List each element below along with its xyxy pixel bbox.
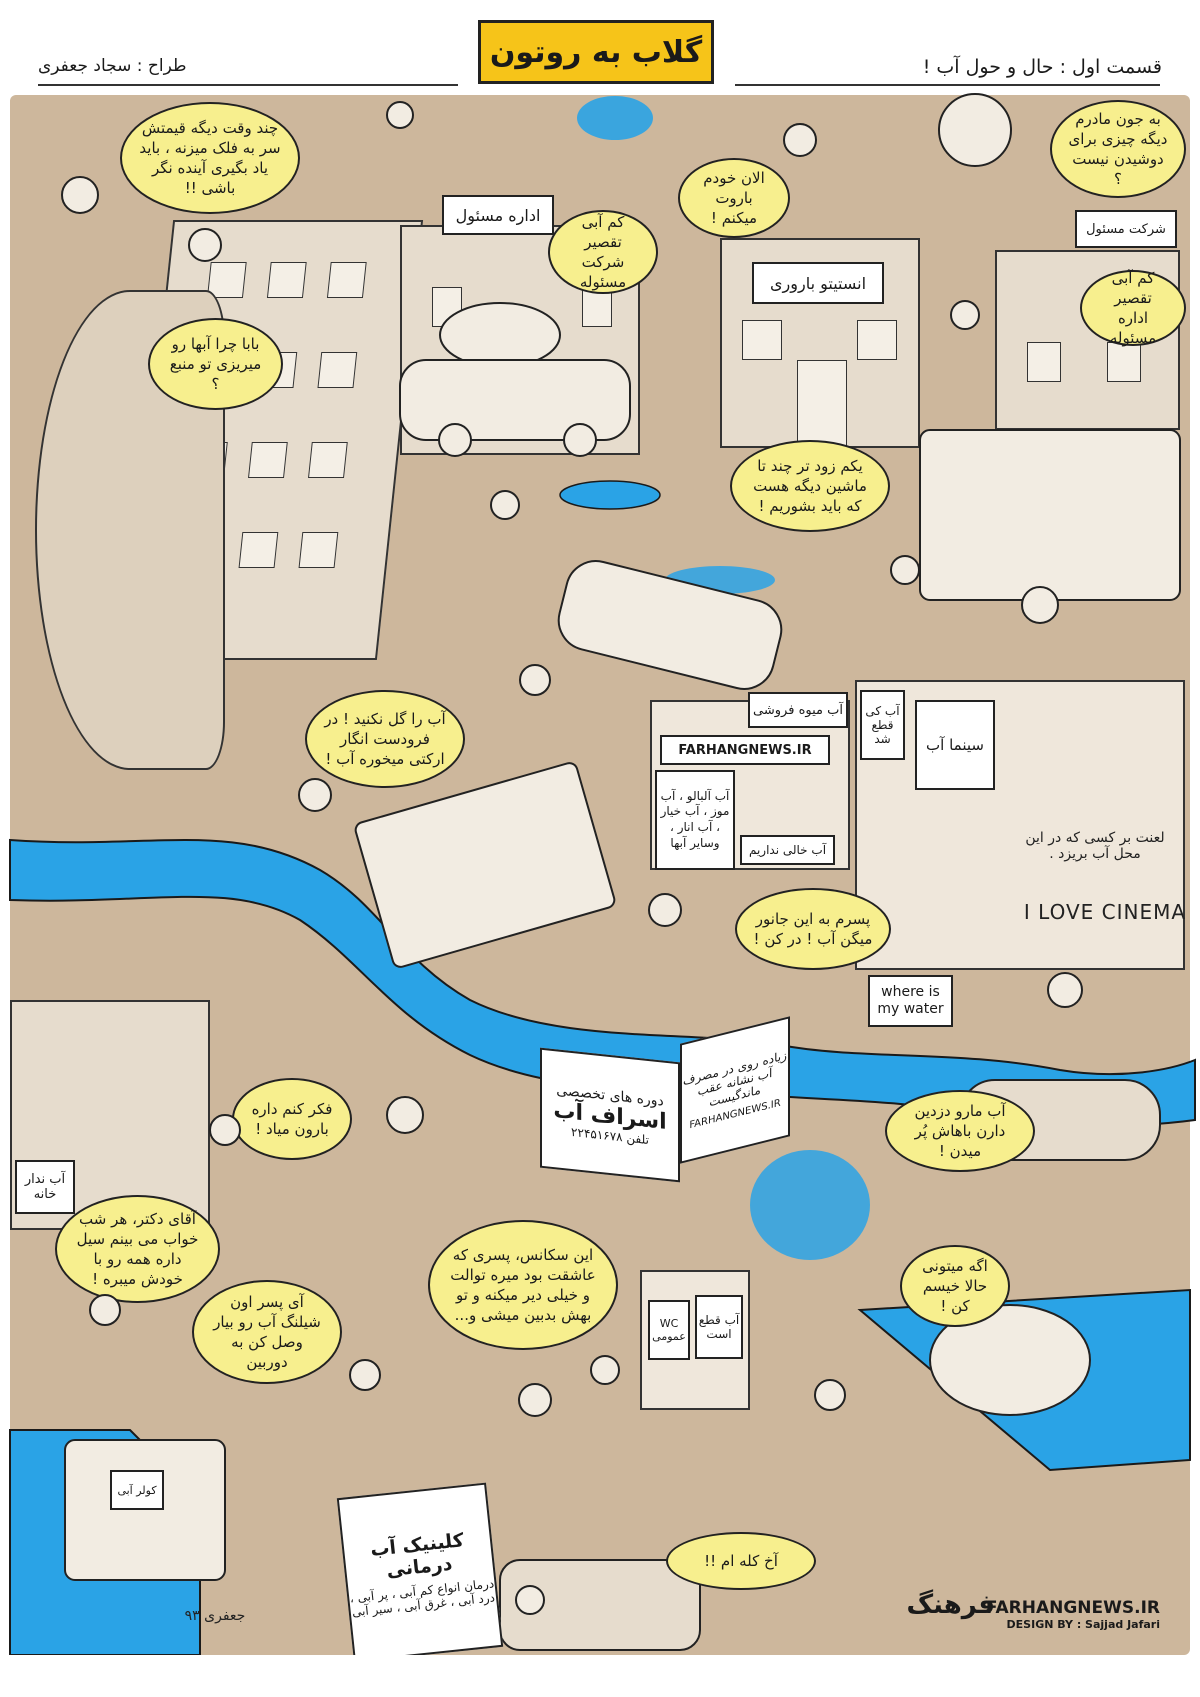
scientist-head [783, 123, 817, 157]
gardener-head [814, 1379, 846, 1411]
window [1027, 342, 1061, 382]
bubble-baba: بابا چرا آبها رو میریزی تو منبع ؟ [148, 318, 283, 410]
actress-head [590, 1355, 620, 1385]
bubble-fisher: آب مارو دزدین دارن باهاش پُر میدن ! [885, 1090, 1035, 1172]
farhang-logo: فرهنگ [906, 1590, 995, 1620]
sign-wc: WC عمومی [648, 1300, 690, 1360]
sign-empty-water: آب خالی نداریم [740, 835, 835, 865]
artist-signature: جعفری ۹۳ [184, 1608, 246, 1624]
bubble-price: چند وقت دیگه قیمتش سر به فلک میزنه ، بای… [120, 102, 300, 214]
sign-wc-cut: آب قطع است [695, 1295, 743, 1359]
sign-farhang: FARHANGNEWS.IR [660, 735, 830, 765]
bubble-cinema-director: آی پسر اون شیلنگ آب رو بیار وصل کن به دو… [192, 1280, 342, 1384]
curse-text: لعنت بر کسی که در این محل آب بریزد . [1025, 830, 1165, 862]
bubble-doctor: آقای دکتر، هر شب خواب می بینم سیل داره ه… [55, 1195, 220, 1303]
well [499, 1559, 701, 1651]
footer-design-credit: DESIGN BY : Sajjad Jafari [1006, 1618, 1160, 1631]
fountain-splash [750, 1150, 870, 1260]
window [857, 320, 897, 360]
sign-where-water: where is my water [868, 975, 953, 1027]
wheel [563, 423, 597, 457]
puddle [559, 480, 661, 510]
rooftop-man-head [386, 101, 414, 129]
bubble-official-company: کم آبی تقصیر شرکت مسئوله [548, 210, 658, 294]
sign-company: شرکت مسئول [1075, 210, 1177, 248]
sign-cooler: کولر آبی [110, 1470, 164, 1510]
police-car [399, 359, 631, 441]
bubble-scene-text: این سکانس، پسری که عاشقت بود میره توالت … [428, 1220, 618, 1350]
volcano-spray [577, 96, 653, 140]
fisher-head [1047, 972, 1083, 1008]
bubble-tap: فکر کنم داره بارون میاد ! [232, 1078, 352, 1160]
bubble-official-office: کم آبی تقصیر اداره مسئوله [1080, 269, 1186, 347]
bubble-mother: آب را گل نکنید ! در فرودست انگار ارکتی م… [305, 690, 465, 788]
whale [929, 1304, 1091, 1416]
runner-head [89, 1294, 121, 1326]
footer [0, 1655, 1200, 1697]
jumper-head [950, 300, 980, 330]
designer-credit: طراح : سجاد جعفری [38, 56, 187, 76]
footer-site: FARHANGNEWS.IR [985, 1598, 1160, 1618]
sign-office: اداره مسئول [442, 195, 554, 235]
sign-institute: انستیتو باروری [752, 262, 884, 304]
tap-man-head [209, 1114, 241, 1146]
white-car [557, 560, 783, 690]
wheel [438, 423, 472, 457]
sign-cut-water: آب کی قطع شد [860, 690, 905, 760]
window [1107, 342, 1141, 382]
mother-head [519, 664, 551, 696]
sign-cinema: سینما آب [915, 700, 995, 790]
man-watering-head [61, 176, 99, 214]
well-man-head [515, 1585, 545, 1615]
water-carrier-head [490, 490, 520, 520]
sign-no-water-house: آب ندار خانه [15, 1160, 75, 1214]
love-cinema-graffiti: I LOVE CINEMA [1023, 900, 1187, 924]
actor-head [518, 1383, 552, 1417]
header-rule-right [735, 84, 1160, 86]
director-head [349, 1359, 381, 1391]
wheel [1021, 586, 1059, 624]
bubble-dont-swim: اگه میتونی حالا خیسم کن ! [900, 1245, 1010, 1327]
juice-menu: آب آلبالو ، آب موز ، آب خیار ، آب انار ،… [655, 770, 735, 870]
cloud-face [938, 93, 1012, 167]
boy-head [188, 228, 222, 262]
header-rule-left [38, 84, 458, 86]
bubble-washer: یکم زود تر چند تا ماشین دیگه هست که باید… [730, 440, 890, 532]
bubble-son: پسرم به این جانور میگن آب ! در کن ! [735, 888, 891, 970]
bubble-akh: آخ کله ام !! [666, 1532, 816, 1590]
institute-door [797, 360, 847, 448]
car-washer-head [890, 555, 920, 585]
bubble-scientist: الان خودم باروت میکنم ! [678, 158, 790, 238]
air-cooler [64, 1439, 226, 1581]
window [742, 320, 782, 360]
old-man-head [298, 778, 332, 812]
sign-fruit: آب میوه فروشی [748, 692, 848, 728]
thief-head [386, 1096, 424, 1134]
episode-title: قسمت اول : حال و حول آب ! [922, 56, 1162, 78]
bubble-cloud: به جون مادرم دیگه چیزی برای دوشیدن نیست … [1050, 100, 1186, 198]
dump-truck [354, 762, 616, 968]
page-title: گلاب به روتون [478, 20, 714, 84]
cinema-building [855, 680, 1185, 970]
father-head [648, 893, 682, 927]
